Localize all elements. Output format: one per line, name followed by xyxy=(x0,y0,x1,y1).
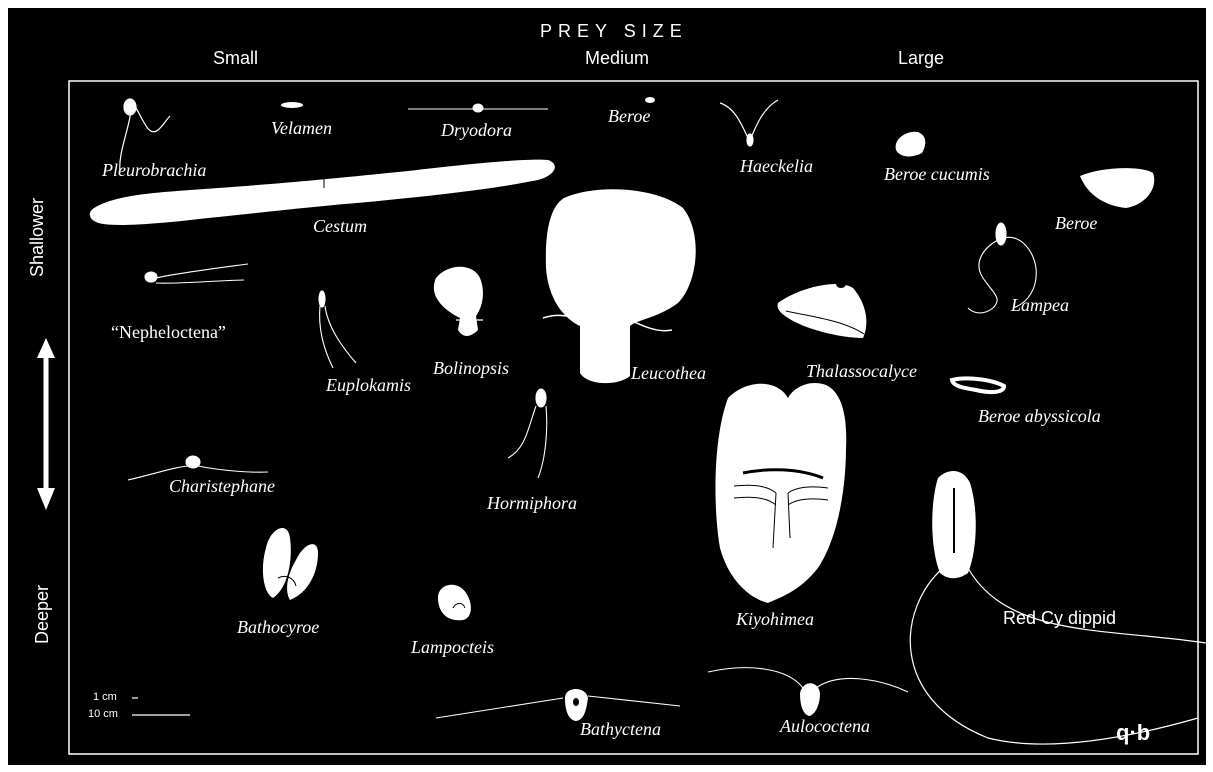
lampocteis-shape xyxy=(438,585,471,620)
diagram-canvas: PREY SIZE Small Medium Large Shallower D… xyxy=(8,8,1206,765)
prey-size-title: PREY SIZE xyxy=(540,21,688,42)
label-haeckelia: Haeckelia xyxy=(740,156,813,177)
label-beroe-cucumis: Beroe cucumis xyxy=(884,164,990,185)
label-red-cydippid: Red Cy dippid xyxy=(1003,608,1116,629)
label-lampea: Lampea xyxy=(1011,295,1069,316)
bathocyroe-shape xyxy=(263,528,318,600)
label-bathocyroe: Bathocyroe xyxy=(237,617,319,638)
aulococtena-shape xyxy=(708,668,908,716)
scale-label-10cm: 10 cm xyxy=(88,708,118,720)
scale-bars xyxy=(132,698,190,715)
bathyctena-shape xyxy=(436,689,680,721)
column-label-large: Large xyxy=(898,48,944,69)
hormiphora-shape xyxy=(508,389,547,478)
label-beroe-top: Beroe xyxy=(608,106,650,127)
label-pleurobrachia: Pleurobrachia xyxy=(102,160,206,181)
scale-label-1cm: 1 cm xyxy=(93,691,117,703)
label-cestum: Cestum xyxy=(313,216,367,237)
beroe-abyssicola-shape xyxy=(952,378,1004,392)
kiyohimea-shape xyxy=(715,383,846,603)
haeckelia-shape xyxy=(720,100,778,146)
label-hormiphora: Hormiphora xyxy=(487,493,577,514)
column-label-small: Small xyxy=(213,48,258,69)
label-aulococtena: Aulococtena xyxy=(780,716,870,737)
label-thalassocalyce: Thalassocalyce xyxy=(806,361,917,382)
depth-arrow xyxy=(37,338,55,510)
label-bathyctena: Bathyctena xyxy=(580,719,661,740)
nepheloctena-shape xyxy=(145,264,248,283)
leucothea-shape xyxy=(543,189,696,383)
beroe-top-shape xyxy=(645,97,655,103)
side-label-deeper: Deeper xyxy=(32,585,53,644)
column-label-medium: Medium xyxy=(585,48,649,69)
euplokamis-shape xyxy=(319,291,356,368)
label-beroe-right: Beroe xyxy=(1055,213,1097,234)
label-charistephane: Charistephane xyxy=(169,476,275,497)
label-dryodora: Dryodora xyxy=(441,120,512,141)
artwork xyxy=(8,8,1206,765)
artist-signature: q·b xyxy=(1116,720,1150,746)
beroe-right-shape xyxy=(1080,168,1154,208)
label-lampocteis: Lampocteis xyxy=(411,637,494,658)
beroe-cucumis-shape xyxy=(896,132,926,157)
label-velamen: Velamen xyxy=(271,118,332,139)
label-nepheloctena: “Nepheloctena” xyxy=(111,322,226,343)
bolinopsis-shape xyxy=(434,267,483,336)
side-label-shallower: Shallower xyxy=(27,198,48,277)
label-euplokamis: Euplokamis xyxy=(326,375,411,396)
label-kiyohimea: Kiyohimea xyxy=(736,609,814,630)
label-bolinopsis: Bolinopsis xyxy=(433,358,509,379)
label-beroe-abyssicola: Beroe abyssicola xyxy=(978,406,1101,427)
dryodora-shape xyxy=(408,104,548,112)
velamen-shape xyxy=(281,102,303,108)
thalassocalyce-shape xyxy=(777,280,866,338)
label-leucothea: Leucothea xyxy=(631,363,706,384)
